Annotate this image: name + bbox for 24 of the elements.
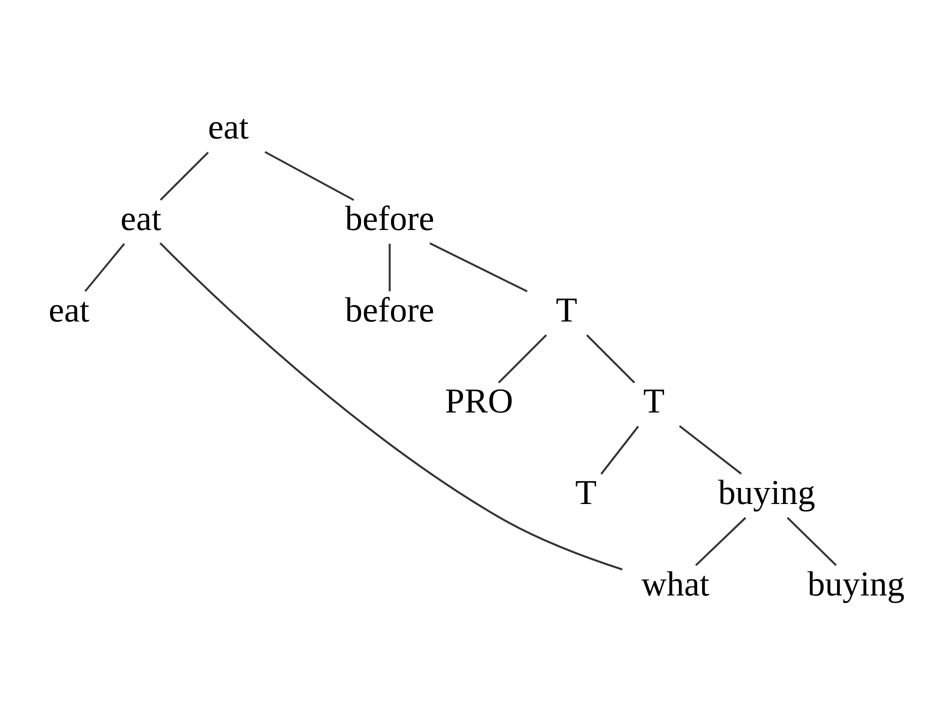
connector bbox=[429, 242, 528, 292]
node-text: before bbox=[345, 290, 434, 330]
connector bbox=[695, 517, 746, 566]
connector bbox=[160, 152, 209, 201]
connector bbox=[600, 426, 639, 475]
node-text: PRO bbox=[445, 382, 514, 421]
node-text: before bbox=[345, 199, 434, 238]
node-text: eat bbox=[48, 290, 90, 330]
connector bbox=[264, 151, 354, 201]
node-text: what bbox=[641, 564, 710, 604]
connector bbox=[84, 243, 126, 292]
connector bbox=[160, 242, 623, 570]
node-text: T bbox=[643, 382, 665, 421]
connector bbox=[678, 425, 742, 475]
node-text: eat bbox=[208, 108, 249, 147]
node-text: eat bbox=[120, 199, 162, 238]
connector bbox=[586, 334, 636, 384]
node-text: buying bbox=[718, 473, 816, 512]
node-text: T bbox=[575, 473, 597, 512]
connector bbox=[388, 244, 391, 292]
node-text: buying bbox=[808, 564, 905, 604]
node-text: T bbox=[556, 290, 578, 330]
connector bbox=[498, 334, 547, 384]
connector bbox=[786, 517, 837, 566]
